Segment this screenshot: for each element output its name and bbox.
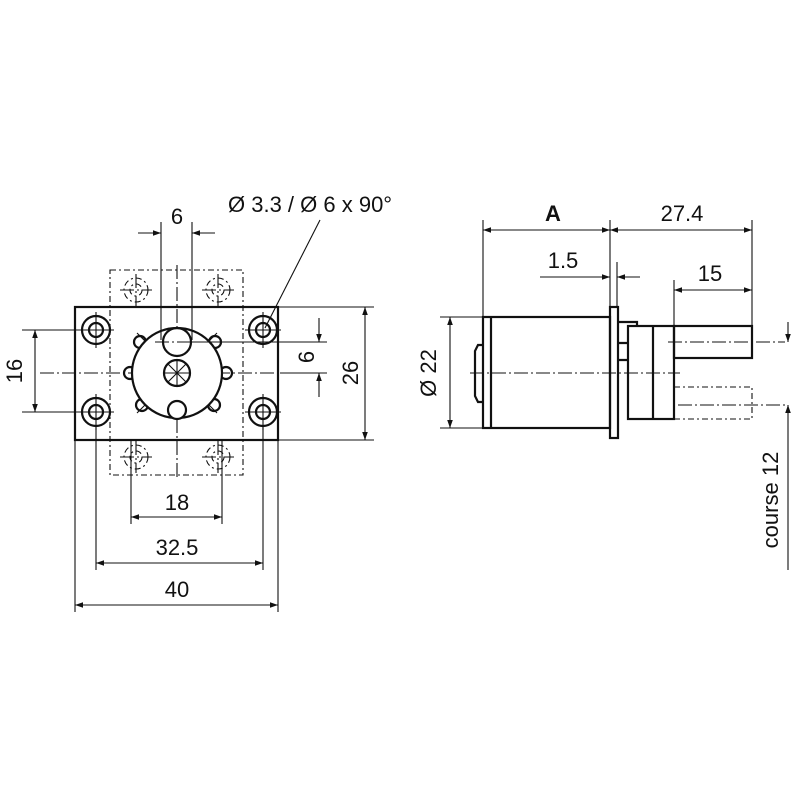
dim-motor-diameter: Ø 22 [416, 349, 441, 397]
output-shaft-retracted [673, 386, 753, 420]
dim-shaft-offset-v: 6 [294, 351, 319, 363]
dim-alt-hole-spacing: 18 [165, 490, 189, 515]
mounting-holes [78, 312, 281, 430]
dim-output-length: 27.4 [661, 201, 704, 226]
dim-plate-width: 40 [165, 577, 189, 602]
dim-flange-thickness: 1.5 [548, 248, 579, 273]
dim-shaft-offset-h: 6 [171, 204, 183, 229]
alt-mounting-holes [120, 274, 234, 473]
hole-callout: Ø 3.3 / Ø 6 x 90° [228, 192, 392, 217]
dim-stroke: course 12 [758, 452, 783, 549]
dim-shaft-length: 15 [698, 261, 722, 286]
dim-motor-length: A [545, 201, 561, 226]
front-view: 6 Ø 3.3 / Ø 6 x 90° 16 6 26 18 32.5 40 [2, 192, 392, 612]
dim-hole-spacing-v: 16 [2, 359, 27, 383]
side-view: A 27.4 1.5 15 Ø 22 course 12 [416, 201, 791, 570]
dim-plate-height: 26 [338, 361, 363, 385]
callout-leader [264, 219, 321, 329]
dim-hole-spacing-h: 32.5 [156, 535, 199, 560]
gearbox-face [122, 326, 234, 421]
